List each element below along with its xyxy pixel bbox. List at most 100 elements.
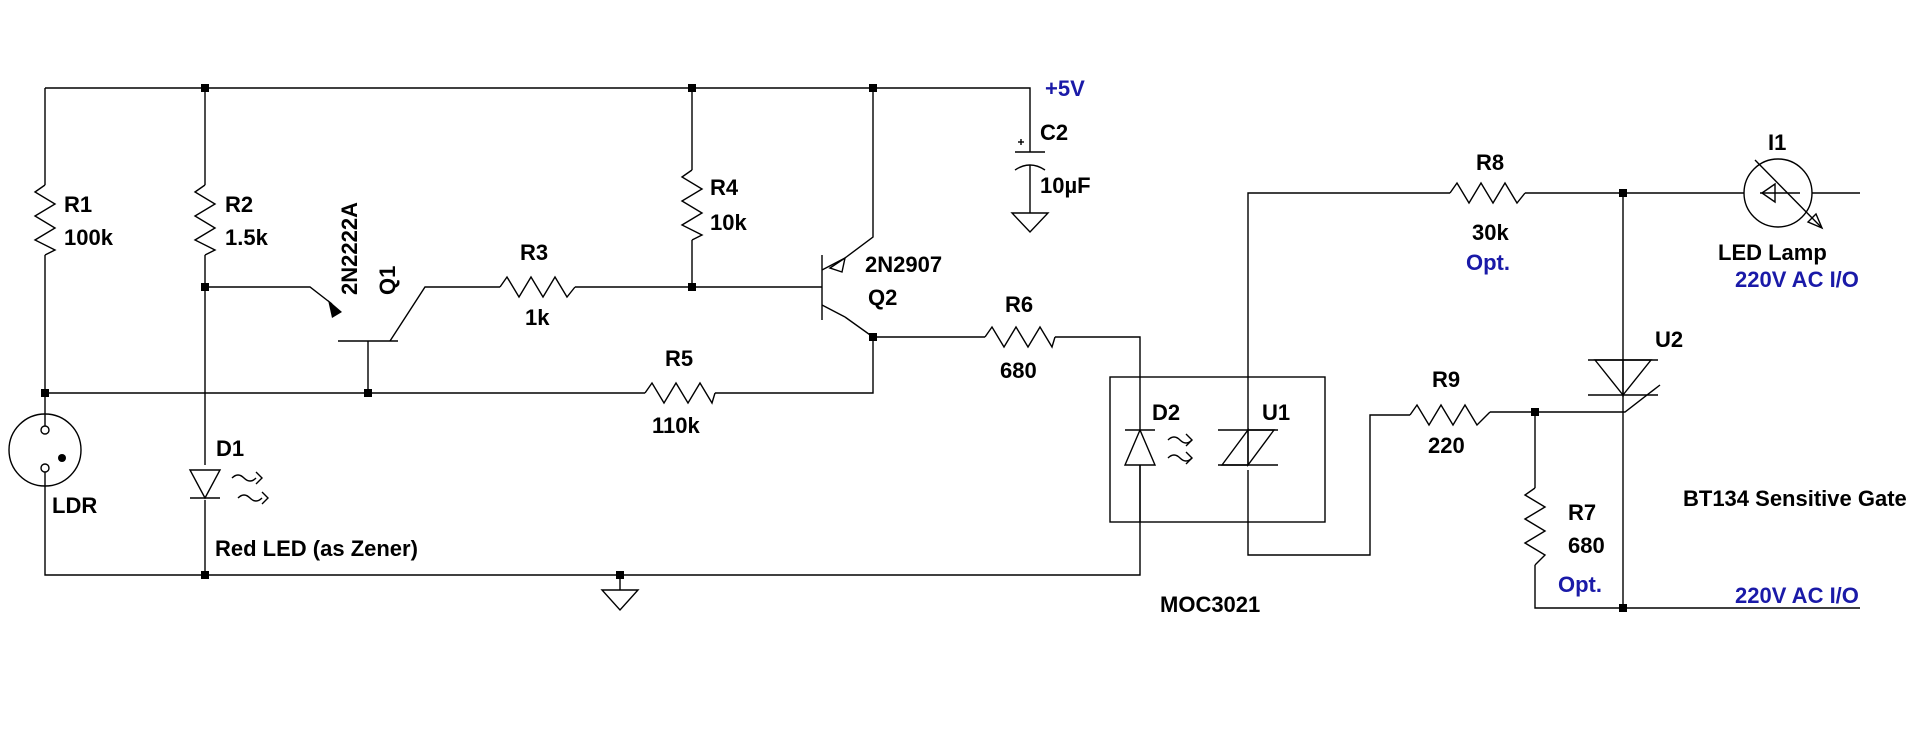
r1-ref: R1: [64, 192, 92, 217]
d1-light-arrow: [231, 474, 257, 482]
q1-emitter-wire: [205, 286, 333, 305]
ldr-terminal: [40, 425, 50, 435]
d2-light-arrow: [1167, 436, 1193, 444]
u1-top-wire: [1247, 192, 1450, 430]
lamp-arrow-head: [1760, 182, 1776, 204]
q2-part-number: 2N2907: [865, 252, 942, 277]
u2-description: BT134 Sensitive Gate: [1683, 486, 1907, 511]
wires: [44, 87, 1860, 609]
r7-ref: R7: [1568, 500, 1596, 525]
d2-triangle: [1123, 428, 1157, 466]
r8-optional: Opt.: [1466, 250, 1510, 275]
d1-light-arrow: [237, 494, 263, 502]
ldr-terminal: [40, 463, 50, 473]
junction-dot: [869, 333, 877, 341]
r3-ref: R3: [520, 240, 548, 265]
r7-wire-bottom: [1534, 498, 1624, 609]
r7-value: 680: [1568, 533, 1605, 558]
junction-dot: [201, 571, 209, 579]
resistor-r9: [1409, 403, 1491, 427]
d2-arrow-head: [1185, 451, 1193, 465]
q2-emitter-arrow: [828, 256, 847, 273]
u2-ref: U2: [1655, 327, 1683, 352]
resistor-r3: [499, 275, 576, 299]
ground-symbol-main: [600, 589, 640, 612]
r1-value: 100k: [64, 225, 114, 250]
triac-u2: [1588, 359, 1658, 498]
r7-optional: Opt.: [1558, 572, 1602, 597]
resistor-r6: [984, 325, 1056, 349]
q1-collector-wire: [389, 286, 500, 342]
d1-ref: D1: [216, 436, 244, 461]
junction-dot: [201, 283, 209, 291]
junction-dot: [364, 389, 372, 397]
r2-ref: R2: [225, 192, 253, 217]
junction-dots: [41, 84, 1627, 612]
r8-ref: R8: [1476, 150, 1504, 175]
q1-emitter-arrow: [328, 300, 342, 318]
u1-package-box: [1109, 376, 1326, 523]
lamp-slash-head: [1806, 212, 1824, 230]
u1-triac-triangle-a: [1220, 427, 1249, 466]
r2-value: 1.5k: [225, 225, 269, 250]
r3-value: 1k: [525, 305, 550, 330]
resistor-r1: [33, 184, 57, 256]
transistor-q1: [328, 300, 398, 342]
q2-emitter-wire: [844, 88, 874, 259]
i1-ref: I1: [1768, 130, 1786, 155]
d1-arrow-head: [261, 491, 269, 505]
q1-part-number: 2N2222A: [337, 202, 362, 295]
d2-arrow-head: [1185, 433, 1193, 447]
junction-dot: [201, 84, 209, 92]
lamp-slash: [1754, 159, 1823, 229]
r9-ref: R9: [1432, 367, 1460, 392]
junction-dot: [688, 283, 696, 291]
u1-triac-triangle-b: [1247, 429, 1276, 468]
resistor-r8: [1449, 181, 1526, 205]
resistor-r5: [644, 381, 716, 405]
junction-dot: [869, 84, 877, 92]
ldr-ground-wire: [44, 465, 1141, 576]
r9-value: 220: [1428, 433, 1465, 458]
u2-triangle-a: [1593, 359, 1624, 397]
q2-collector-wire: [715, 316, 874, 394]
c2-value: 10µF: [1040, 173, 1091, 198]
i1-description: LED Lamp: [1718, 240, 1827, 265]
ldr-sensor-dot: [58, 454, 66, 462]
junction-dot: [1531, 408, 1539, 416]
r8-value: 30k: [1472, 220, 1509, 245]
resistor-r2: [193, 184, 217, 256]
d1-description: Red LED (as Zener): [215, 536, 418, 561]
resistor-r4: [680, 169, 704, 241]
u1-part-number: MOC3021: [1160, 592, 1260, 617]
r6-value: 680: [1000, 358, 1037, 383]
junction-dot: [1619, 189, 1627, 197]
resistor-r7: [1523, 487, 1547, 566]
ldr: [8, 393, 82, 487]
d2-ref: D2: [1152, 400, 1180, 425]
ground-symbol-c2: [1010, 212, 1050, 234]
r6-to-d2-wire: [1055, 336, 1141, 430]
ac-label-bottom: 220V AC I/O: [1735, 583, 1859, 608]
vcc-rail-wire: [45, 87, 1031, 130]
optocoupler-u1: [1109, 376, 1326, 523]
transistor-q2: [821, 255, 847, 320]
r6-ref: R6: [1005, 292, 1033, 317]
r5-value: 110k: [652, 413, 700, 438]
r9-to-gate-wire: [1490, 384, 1661, 413]
d1-anode-triangle: [188, 469, 222, 500]
u1-bottom-wire: [1247, 414, 1410, 556]
r4-ref: R4: [710, 175, 739, 200]
u2-triangle-b: [1622, 359, 1653, 397]
c2-ref: C2: [1040, 120, 1068, 145]
q1-ref: Q1: [375, 266, 400, 295]
junction-dot: [616, 571, 624, 579]
d1-arrow-head: [255, 471, 263, 485]
junction-dot: [688, 84, 696, 92]
r5-ref: R5: [665, 346, 693, 371]
ac-label-top: 220V AC I/O: [1735, 267, 1859, 292]
ldr-label: LDR: [52, 493, 97, 518]
r4-value: 10k: [710, 210, 747, 235]
vcc-label: +5V: [1045, 76, 1085, 101]
